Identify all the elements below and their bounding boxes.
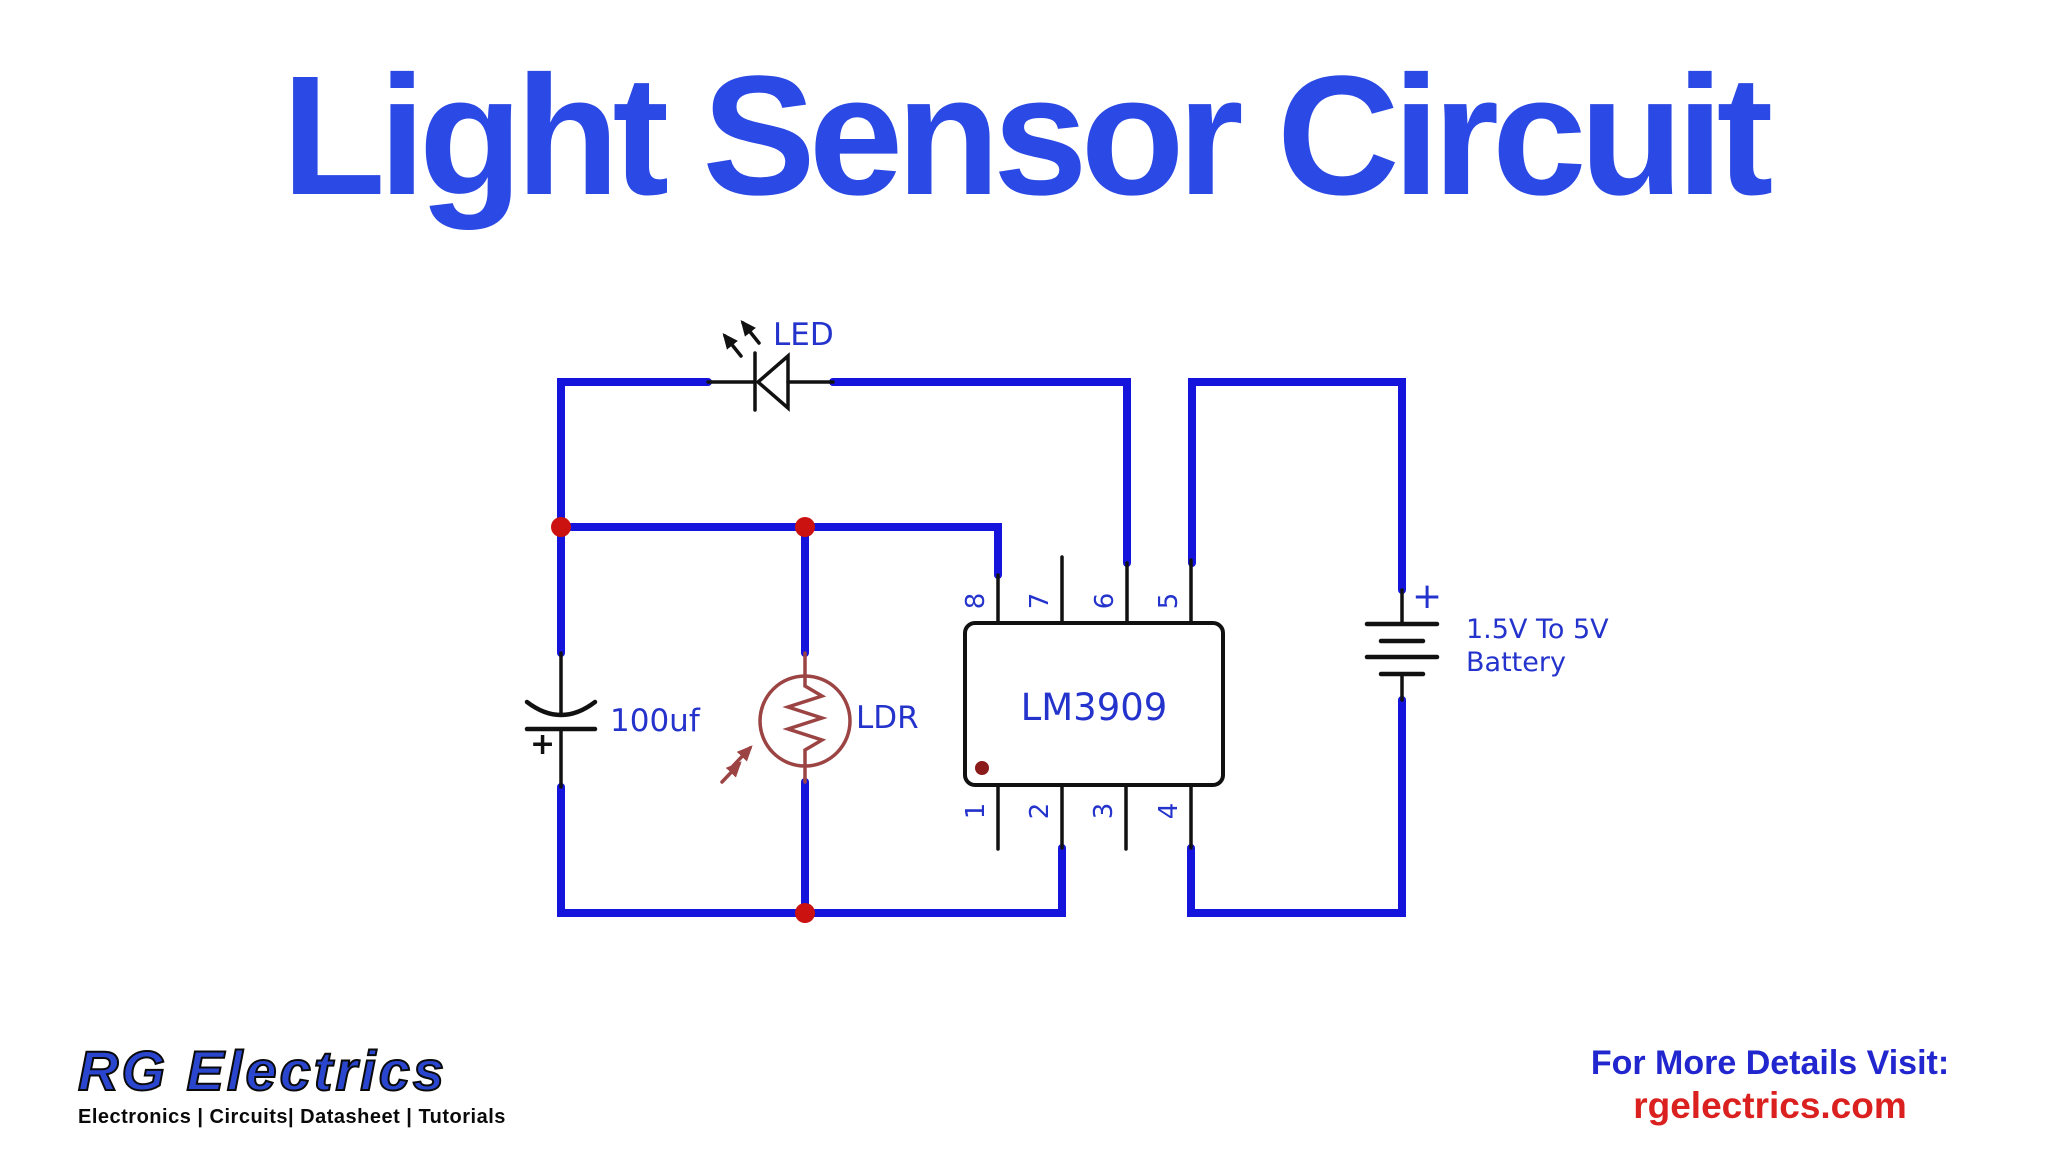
battery-label-line1: 1.5V To 5V <box>1466 614 1609 645</box>
brand-logo-title: RG Electrics <box>77 1038 448 1103</box>
ic-pin-label-7: 7 <box>1025 592 1055 610</box>
footer-visit-block: For More Details Visit: rgelectrics.com <box>1580 1044 1960 1127</box>
ldr-label: LDR <box>856 700 919 736</box>
junction-dot-ldr-top <box>795 517 815 537</box>
wire-pin4-to-battery-bottom <box>1187 696 1406 917</box>
ic-pin-label-8: 8 <box>961 592 991 610</box>
ic-body <box>963 621 1225 787</box>
ic-pin-label-4: 4 <box>1154 802 1184 820</box>
battery-plus-sign: + <box>1412 576 1443 617</box>
battery-symbol <box>1364 588 1440 702</box>
ic-part-number-label: LM3909 <box>1020 686 1168 729</box>
ldr-resistor-zigzag <box>782 651 828 784</box>
capacitor-plus-sign: + <box>530 727 556 762</box>
ic-pin1-marker-dot <box>975 761 989 775</box>
capacitor-curved-plate <box>524 699 598 718</box>
wire-mid-rail-to-pin8 <box>557 523 1002 579</box>
footer-visit-text: For More Details Visit: <box>1590 1044 1950 1082</box>
brand-logo-tagline: Electronics | Circuits| Datasheet | Tuto… <box>78 1106 506 1128</box>
led-symbol <box>706 319 835 412</box>
ic-symbol <box>963 555 1225 851</box>
led-triangle <box>755 352 790 412</box>
battery-label-line2: Battery <box>1466 647 1566 678</box>
led-label: LED <box>773 317 834 353</box>
junction-dot-ldr-bottom <box>795 903 815 923</box>
ic-pin-label-1: 1 <box>961 802 991 820</box>
battery-label: 1.5V To 5V Battery <box>1466 613 1609 679</box>
ldr-symbol <box>720 651 852 784</box>
capacitor-symbol <box>524 651 598 789</box>
ic-pin-label-6: 6 <box>1090 592 1120 610</box>
wire-left-top <box>557 378 712 657</box>
brand-logo: RG Electrics Electronics | Circuits| Dat… <box>77 1038 506 1129</box>
wire-top-rail-to-pin6 <box>829 378 1131 567</box>
footer-website-text: rgelectrics.com <box>1633 1085 1907 1126</box>
ic-pin-label-3: 3 <box>1089 802 1119 820</box>
junction-dot-left <box>551 517 571 537</box>
ic-pin-label-5: 5 <box>1154 592 1184 610</box>
ic-pin-label-2: 2 <box>1025 802 1055 820</box>
wire-pin5-to-battery-top <box>1188 378 1406 594</box>
page-title: Light Sensor Circuit <box>281 41 1774 231</box>
ldr-light-arrow-2 <box>720 761 742 784</box>
led-emission-arrow-1 <box>722 332 743 358</box>
led-emission-arrow-2 <box>740 319 761 345</box>
capacitor-value-label: 100uf <box>610 703 700 739</box>
ldr-light-arrow-1 <box>731 745 753 768</box>
